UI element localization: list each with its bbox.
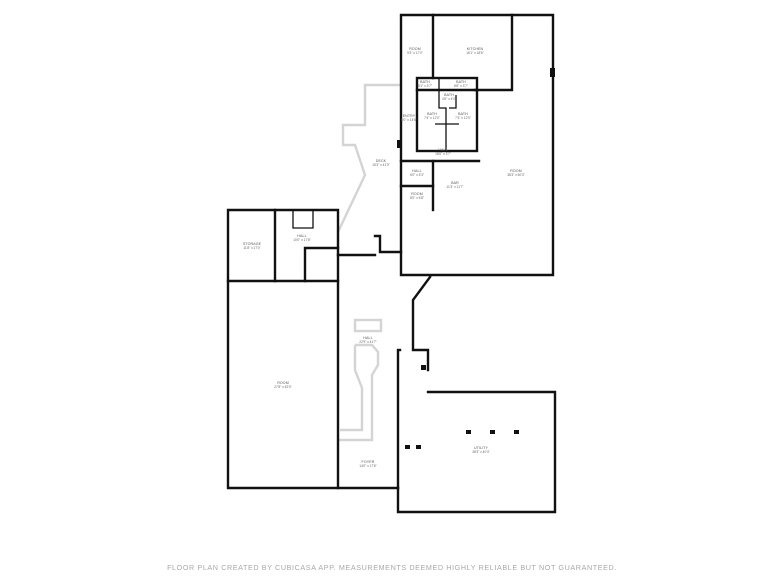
svg-text:HALL: HALL [297, 234, 306, 238]
svg-text:HALL: HALL [412, 169, 421, 173]
svg-text:7'4" x 12'0": 7'4" x 12'0" [424, 116, 440, 120]
svg-text:ROOM: ROOM [510, 169, 522, 173]
svg-text:BATH: BATH [458, 112, 468, 116]
svg-text:8'0" x 5'8": 8'0" x 5'8" [410, 196, 424, 200]
svg-text:8'8" x 3'7": 8'8" x 3'7" [454, 84, 468, 88]
svg-text:HALL: HALL [363, 336, 372, 340]
svg-text:15'3" x 41'0": 15'3" x 41'0" [372, 163, 389, 167]
svg-text:UTILITY: UTILITY [474, 446, 489, 450]
svg-text:FOYER: FOYER [362, 460, 375, 464]
svg-text:27'8" x 52'0": 27'8" x 52'0" [274, 385, 291, 389]
svg-text:22'9" x 41'7": 22'9" x 41'7" [359, 340, 376, 344]
svg-text:38'3" x 60'3": 38'3" x 60'3" [507, 173, 524, 177]
svg-text:DECK: DECK [376, 159, 387, 163]
svg-text:9'3" x 17'0": 9'3" x 17'0" [407, 51, 423, 55]
svg-text:STORAGE: STORAGE [243, 242, 262, 246]
left-building-walls [226, 208, 377, 490]
svg-text:ROOM: ROOM [409, 47, 421, 51]
svg-text:KITCHEN: KITCHEN [467, 47, 484, 51]
svg-text:ROOM: ROOM [277, 381, 289, 385]
lower-building-walls [336, 275, 557, 514]
svg-text:14'0" x 17'6": 14'0" x 17'6" [359, 464, 376, 468]
svg-text:7'3" x 12'0": 7'3" x 12'0" [455, 116, 471, 120]
svg-text:6'0" x 14'6": 6'0" x 14'6" [401, 118, 417, 122]
svg-text:ENTRY: ENTRY [403, 114, 416, 118]
svg-text:BATH: BATH [420, 80, 430, 84]
svg-text:11'8" x 17'0": 11'8" x 17'0" [243, 246, 260, 250]
disclaimer-footer: FLOOR PLAN CREATED BY CUBICASA APP. MEAS… [167, 563, 617, 572]
upper-building-walls [373, 13, 555, 277]
deck-outline [336, 83, 401, 442]
svg-text:6'0" x 5'3": 6'0" x 5'3" [410, 173, 424, 177]
svg-text:BATH: BATH [444, 93, 454, 97]
svg-text:ROOM: ROOM [411, 192, 423, 196]
svg-text:BAR: BAR [451, 181, 459, 185]
svg-text:16'1" x 18'6": 16'1" x 18'6" [466, 51, 483, 55]
svg-text:5'1" x 3'7": 5'1" x 3'7" [418, 84, 432, 88]
svg-text:BATH: BATH [456, 80, 466, 84]
svg-text:HALL: HALL [438, 148, 447, 152]
svg-text:18'6" x 3'7": 18'6" x 3'7" [435, 152, 451, 156]
svg-text:BATH: BATH [427, 112, 437, 116]
svg-text:4'6" x 4'0": 4'6" x 4'0" [442, 97, 456, 101]
svg-text:10'0" x 17'8": 10'0" x 17'8" [293, 238, 310, 242]
svg-text:11'3" x 11'7": 11'3" x 11'7" [446, 185, 463, 189]
svg-text:38'3" x 40'4": 38'3" x 40'4" [472, 450, 489, 454]
